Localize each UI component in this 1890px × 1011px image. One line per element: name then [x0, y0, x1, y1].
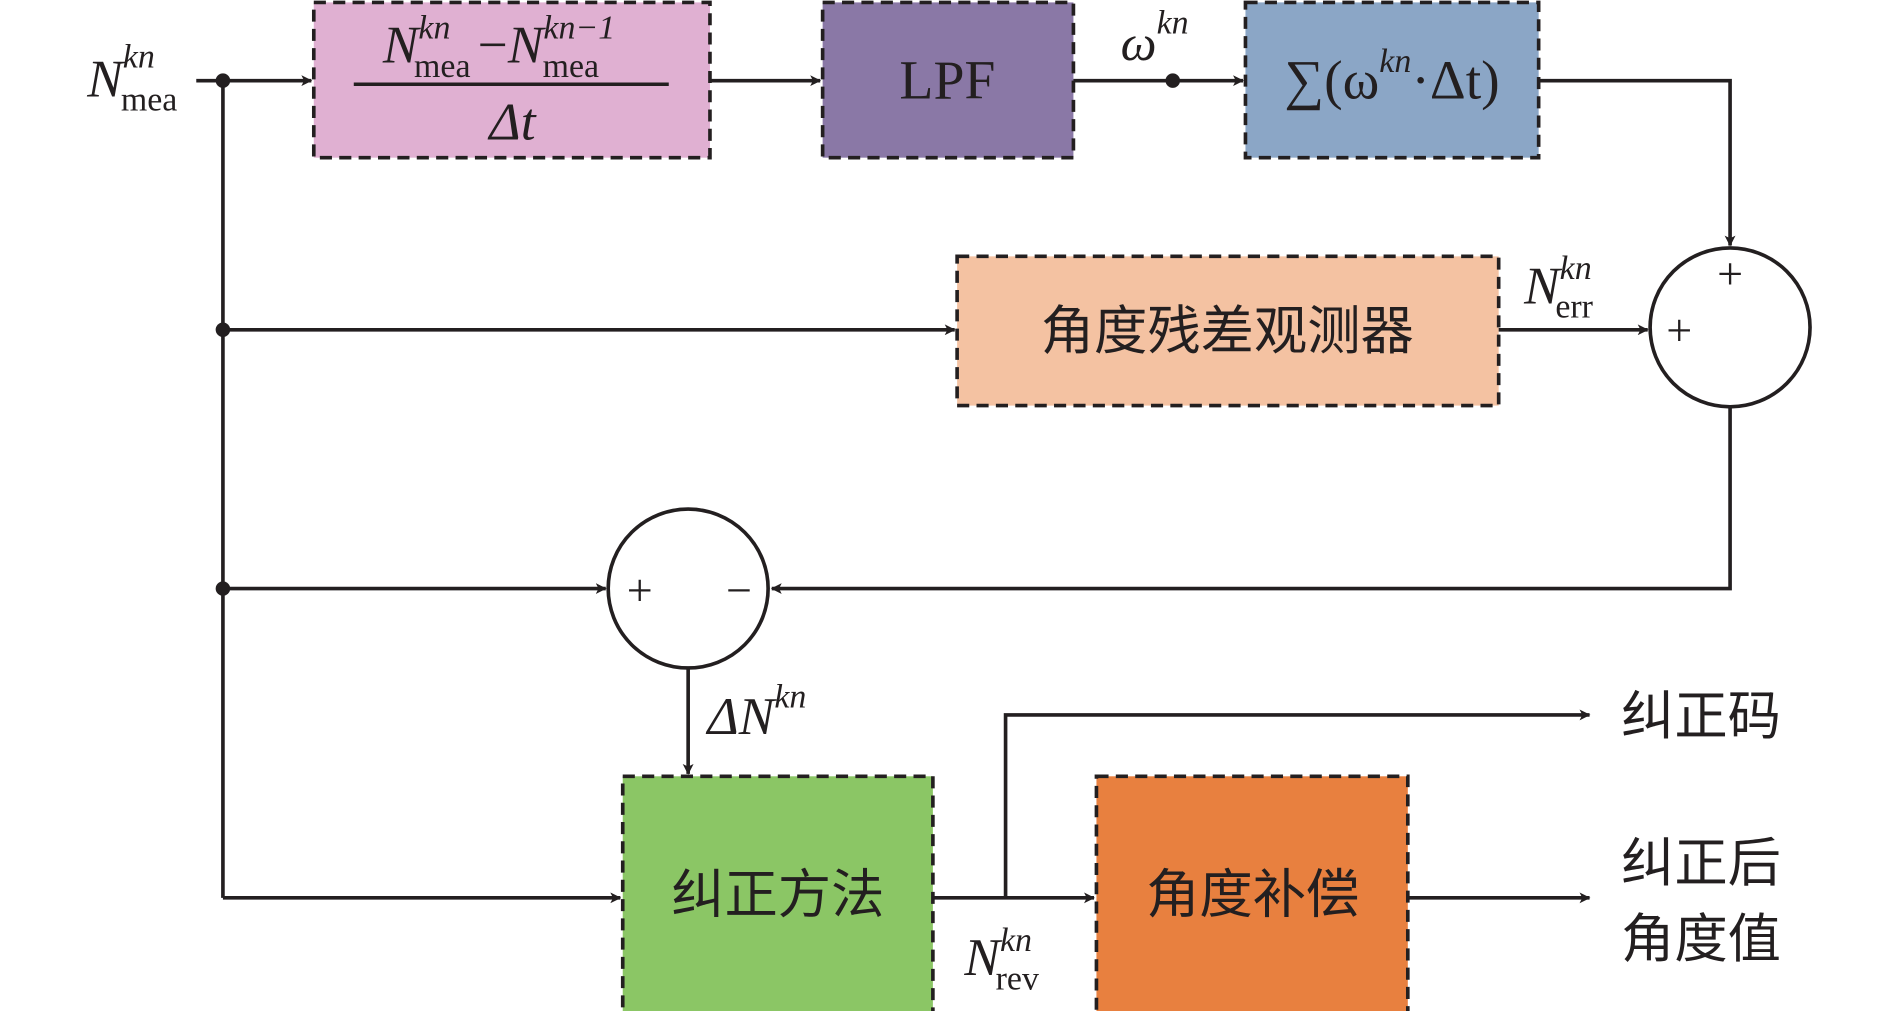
lpf-label: LPF: [899, 51, 995, 112]
compensation-label: 角度补偿: [1146, 863, 1359, 925]
correction-label: 纠正方法: [671, 863, 884, 925]
observer-label: 角度残差观测器: [1041, 300, 1414, 362]
sum2-right-sign: −: [726, 565, 752, 616]
correction-block: [620, 774, 935, 1011]
sum1-top-sign: +: [1717, 248, 1743, 299]
output-corrected-angle-line2: 角度值: [1621, 908, 1781, 970]
signal-wires: [196, 73, 1736, 904]
observer-block: [955, 254, 1501, 408]
derivative-denominator: Δt: [487, 94, 536, 152]
omega-label: ωkn: [1121, 5, 1189, 71]
output-corrected-angle-line1: 纠正后: [1621, 832, 1781, 894]
output-correction-code: 纠正码: [1621, 685, 1781, 747]
delta-label: ΔNkn: [706, 679, 807, 746]
integrator-label: ∑(ωkn·Δt): [1284, 43, 1499, 111]
integrator-block: [1243, 0, 1541, 160]
sum1-left-sign: +: [1666, 305, 1692, 356]
lpf-block: [820, 0, 1076, 160]
sum2-left-sign: +: [627, 565, 653, 616]
